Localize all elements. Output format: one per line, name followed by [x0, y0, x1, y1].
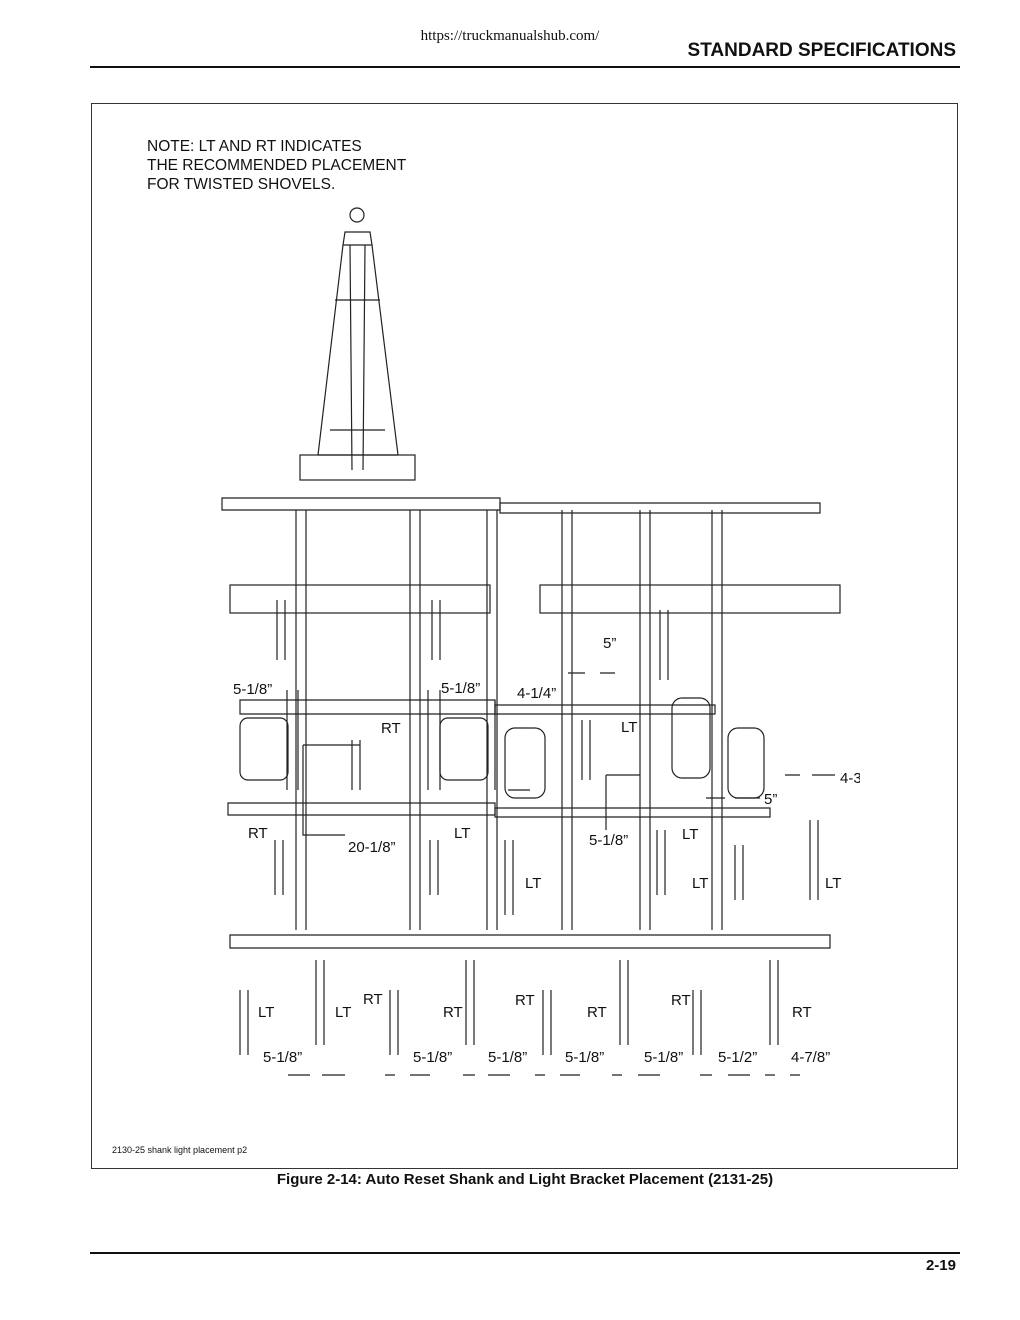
- bottom-dim-label: 5-1/8”: [565, 1049, 604, 1066]
- shank-label: LT: [454, 825, 470, 842]
- middle-row-shanks: [274, 720, 819, 915]
- shank-label: RT: [671, 992, 691, 1009]
- wheel-right: [671, 697, 711, 779]
- dim-label-4-1-4: 4-1/4”: [517, 685, 556, 702]
- rear-row-shanks: [239, 960, 779, 1055]
- hitch-bracket: [299, 454, 416, 481]
- wheel-mid: [439, 717, 489, 781]
- drawing-file-label: 2130-25 shank light placement p2: [112, 1145, 248, 1155]
- bottom-dim-label: 5-1/8”: [263, 1049, 302, 1066]
- bottom-dim-label: 4-7/8”: [791, 1049, 830, 1066]
- dim-label-5-1-8-left: 5-1/8”: [233, 681, 272, 698]
- dim-label-5-1-8-mid: 5-1/8”: [441, 680, 480, 697]
- hitch-clevis: [342, 231, 373, 246]
- mid-rail-1: [239, 699, 496, 715]
- shank-label: LT: [825, 875, 841, 892]
- roller-basket-left: [229, 584, 491, 614]
- shank-label: LT: [682, 826, 698, 843]
- page-number: 2-19: [925, 1257, 956, 1274]
- hitch-ring: [349, 207, 365, 223]
- shank-label: RT: [792, 1004, 812, 1021]
- frame-member-4: [561, 510, 573, 930]
- tongue-frame: [317, 244, 399, 471]
- mid-rail-1-right: [494, 704, 716, 715]
- wheel-left: [239, 717, 289, 781]
- bottom-dim-label: 5-1/2”: [718, 1049, 757, 1066]
- bottom-dim-label: 5-1/8”: [413, 1049, 452, 1066]
- bottom-dim-label: 5-1/8”: [488, 1049, 527, 1066]
- shank-label: LT: [258, 1004, 274, 1021]
- wheel-center: [504, 727, 546, 799]
- shank-label: LT: [525, 875, 541, 892]
- dim-label-5-top: 5”: [603, 635, 616, 652]
- shank-label: LT: [335, 1004, 351, 1021]
- mid-rail-2: [227, 802, 496, 816]
- shank-label: RT: [443, 1004, 463, 1021]
- dim-label-5-right: 5”: [764, 791, 777, 808]
- placement-note: NOTE: LT AND RT INDICATES THE RECOMMENDE…: [147, 137, 406, 194]
- figure-caption: Figure 2-14: Auto Reset Shank and Light …: [276, 1171, 774, 1188]
- dim-label-20-1-8: 20-1/8”: [348, 839, 396, 856]
- wheel-far-right: [727, 727, 765, 799]
- note-line-2: THE RECOMMENDED PLACEMENT: [147, 157, 407, 174]
- dim-label-5-1-8-center: 5-1/8”: [589, 832, 628, 849]
- frame-member-2: [409, 510, 421, 930]
- note-line-1: NOTE: LT AND RT INDICATES: [147, 138, 362, 155]
- shank-label: LT: [621, 719, 637, 736]
- shank-label: RT: [363, 991, 383, 1008]
- tongue-braces: [318, 299, 398, 456]
- frame-member-1: [295, 510, 307, 930]
- bottom-dim-label: 5-1/8”: [644, 1049, 683, 1066]
- note-line-3: FOR TWISTED SHOVELS.: [147, 176, 336, 193]
- footer-rule: [90, 1252, 960, 1254]
- rear-rail: [229, 934, 831, 949]
- header-rule: [90, 66, 960, 68]
- dim-label-4-3-4: 4-3/4”: [840, 770, 860, 787]
- shank-label: RT: [515, 992, 535, 1009]
- roller-basket-right: [539, 584, 841, 614]
- source-url: https://truckmanualshub.com/: [420, 28, 600, 44]
- front-rail: [221, 497, 501, 511]
- frame-member-5: [639, 510, 651, 930]
- front-rail-right: [499, 502, 821, 514]
- shank-label: RT: [381, 720, 401, 737]
- dimension-lines: [286, 672, 835, 1076]
- frame-member-6: [711, 510, 723, 930]
- shank-placement-drawing: 5” 5-1/8” 5-1/8” 4-1/4” 4-3/4” 5” 20-1/8…: [221, 207, 860, 1076]
- shank-label: RT: [248, 825, 268, 842]
- shank-label: LT: [692, 875, 708, 892]
- shank-label: RT: [587, 1004, 607, 1021]
- section-title: STANDARD SPECIFICATIONS: [687, 40, 956, 61]
- mid-rail-2-right: [494, 807, 771, 818]
- figure-frame: [91, 103, 958, 1169]
- front-row-shanks: [276, 600, 669, 680]
- frame-member-3: [486, 510, 498, 930]
